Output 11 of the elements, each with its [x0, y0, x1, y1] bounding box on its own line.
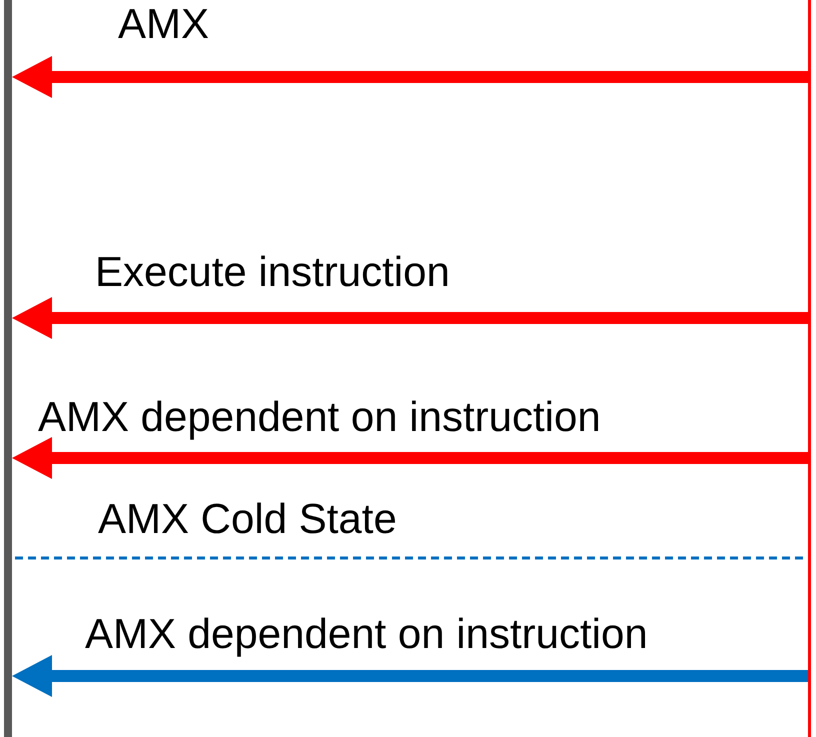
- lifeline-bar: [4, 0, 12, 737]
- arrow: [12, 297, 808, 339]
- arrow: [12, 56, 808, 98]
- lifeline-bar: [808, 0, 811, 737]
- arrow: [12, 655, 808, 697]
- edge-label: Execute instruction: [95, 248, 450, 296]
- state-label: AMX Cold State: [98, 495, 397, 543]
- edge-label: AMX dependent on instruction: [38, 393, 601, 441]
- arrow: [12, 437, 808, 479]
- edge-label: AMX dependent on instruction: [85, 610, 648, 658]
- edge-label: AMX: [118, 0, 210, 48]
